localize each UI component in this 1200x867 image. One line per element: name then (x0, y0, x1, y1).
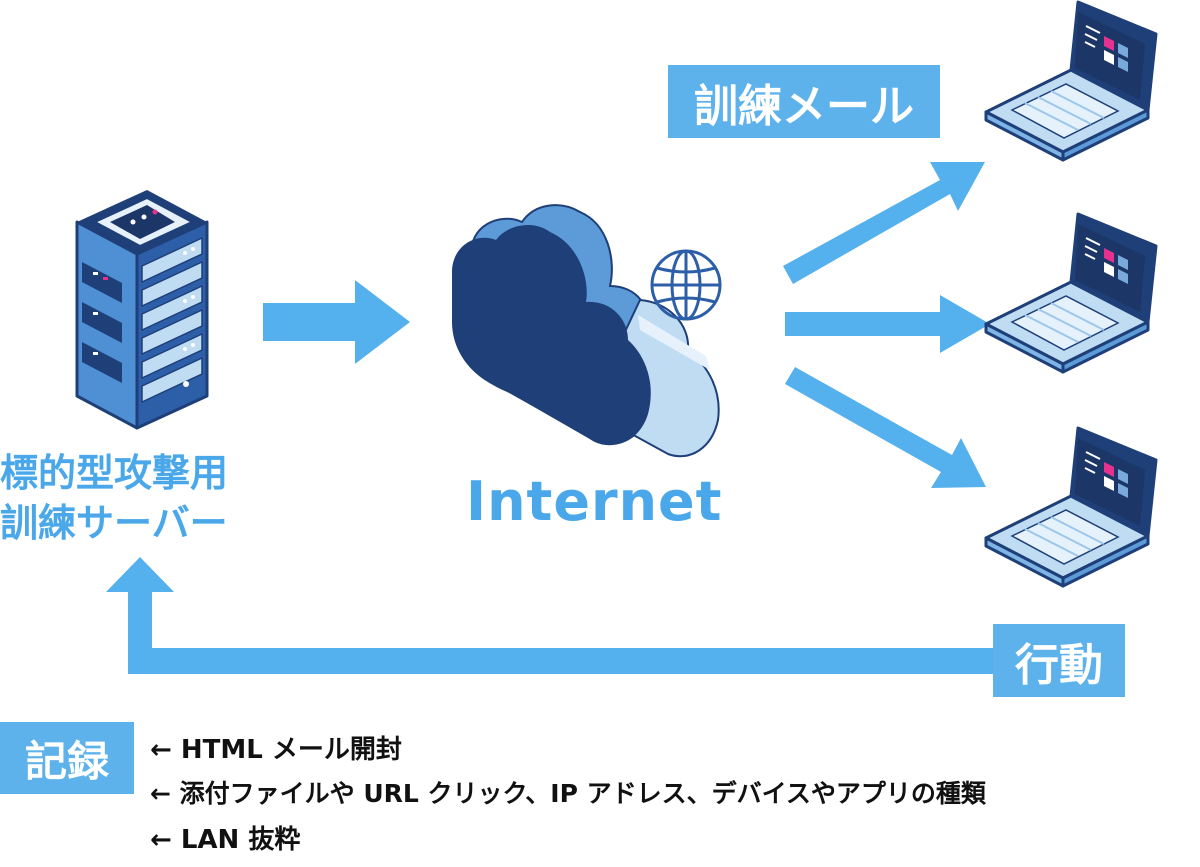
record-tag: 記録 (0, 722, 134, 794)
server-label-line1: 標的型攻撃用 (0, 451, 229, 495)
arrow-cloud-to-laptop-top (783, 162, 985, 284)
action-tag-text: 行動 (1015, 639, 1103, 691)
arrow-cloud-to-laptop-middle (785, 295, 990, 353)
server-rack-icon (75, 190, 209, 430)
record-tag-text: 記録 (24, 736, 109, 786)
arrow-cloud-to-laptop-bottom (785, 367, 986, 488)
internet-label: Internet (466, 470, 723, 533)
globe-icon (650, 249, 722, 321)
laptop-icon (984, 426, 1158, 588)
arrow-action-to-server (106, 557, 993, 674)
server-label-line2: 訓練サーバー (0, 501, 228, 545)
training-mail-tag-text: 訓練メール (694, 80, 914, 132)
laptop-icon (984, 0, 1158, 162)
server-label: 標的型攻撃用 訓練サーバー (0, 448, 300, 548)
laptop-icon (984, 212, 1158, 374)
training-mail-tag: 訓練メール (668, 65, 940, 138)
record-item: ← LAN 抜粋 (150, 825, 301, 855)
record-item: ← 添付ファイルや URL クリック、IP アドレス、デバイスやアプリの種類 (150, 779, 986, 808)
cloud-icon (452, 204, 720, 458)
record-item: ← HTML メール開封 (150, 735, 402, 765)
action-tag: 行動 (993, 624, 1125, 697)
arrow-server-to-cloud (263, 280, 410, 364)
